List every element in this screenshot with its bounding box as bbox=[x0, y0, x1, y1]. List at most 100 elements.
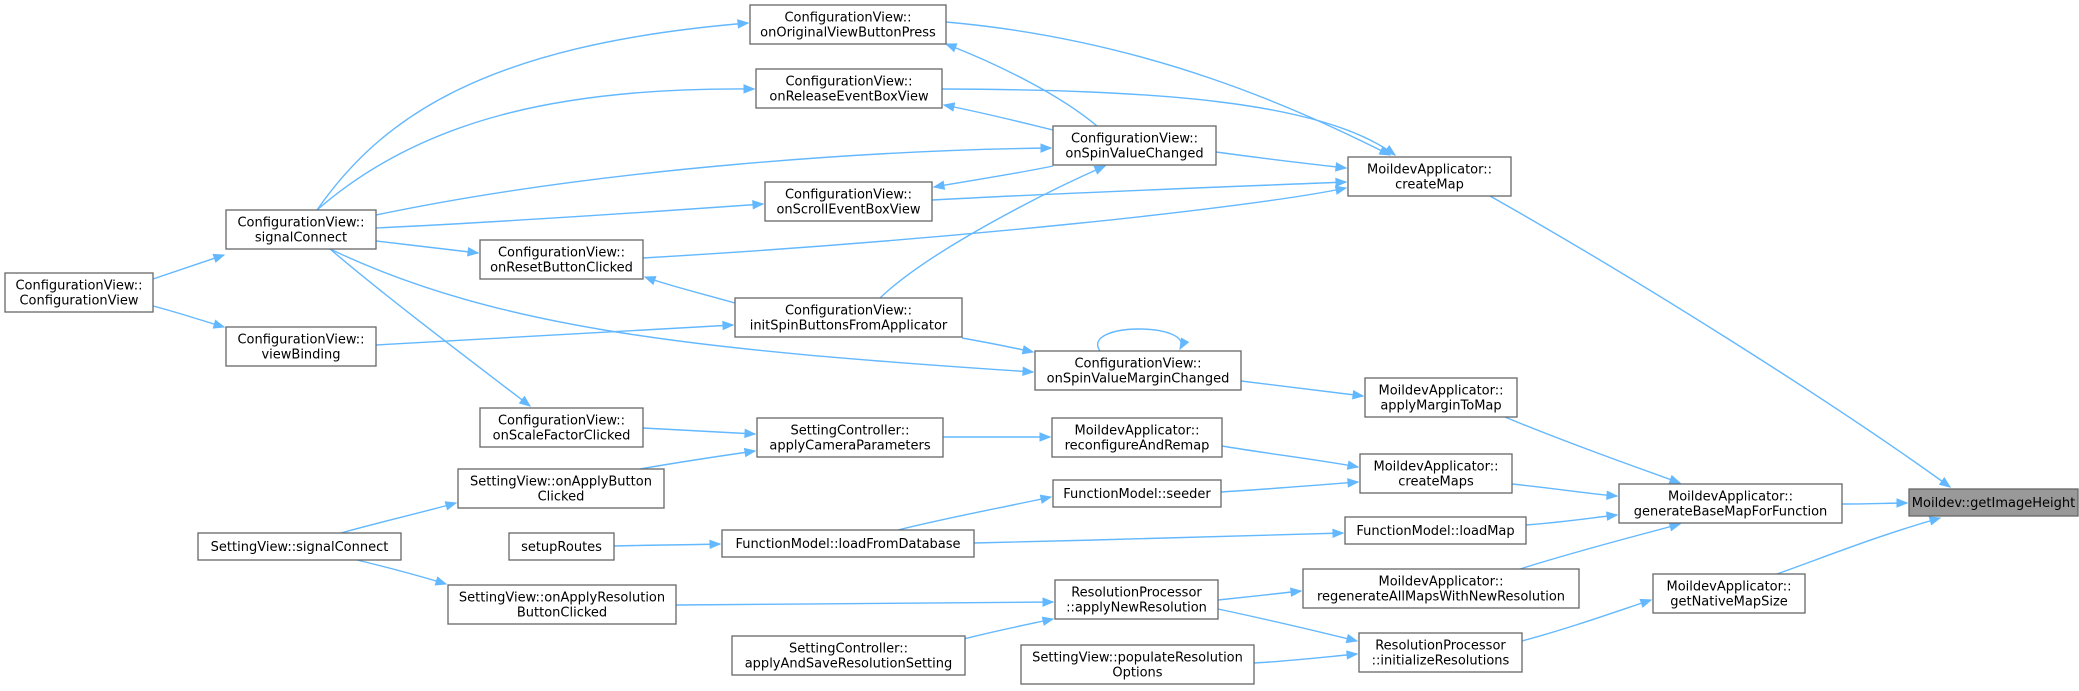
node-svSignalConnect[interactable]: SettingView::signalConnect bbox=[197, 532, 402, 561]
node-cvSignalConnect[interactable]: ConfigurationView::signalConnect bbox=[225, 209, 377, 250]
edge-cvConstructor-to-cvSignalConnect bbox=[152, 253, 226, 280]
node-label-line: onScaleFactorClicked bbox=[493, 429, 631, 444]
edge-line bbox=[375, 203, 764, 229]
node-onResetButton[interactable]: ConfigurationView::onResetButtonClicked bbox=[479, 239, 644, 280]
node-label-line: SettingView::populateResolution bbox=[1032, 651, 1243, 666]
node-setupRoutes[interactable]: setupRoutes bbox=[508, 532, 615, 561]
node-regenerateAll[interactable]: MoildevApplicator::regenerateAllMapsWith… bbox=[1302, 568, 1580, 609]
node-seeder[interactable]: FunctionModel::seeder bbox=[1052, 479, 1222, 508]
edge-arrowhead bbox=[1896, 498, 1909, 508]
node-onReleaseEvent[interactable]: ConfigurationView::onReleaseEventBoxView bbox=[755, 68, 943, 109]
node-applyCameraParams[interactable]: SettingController::applyCameraParameters bbox=[756, 417, 944, 458]
edge-arrowhead bbox=[1668, 474, 1682, 484]
node-label-line: Clicked bbox=[538, 490, 585, 505]
node-createMap[interactable]: MoildevApplicator::createMap bbox=[1347, 156, 1512, 197]
node-createMaps[interactable]: MoildevApplicator::createMaps bbox=[1359, 453, 1513, 494]
edge-cvSignalConnect-to-onScrollEvent bbox=[375, 199, 765, 229]
edge-line bbox=[329, 248, 531, 407]
edge-arrowhead bbox=[1928, 516, 1942, 526]
node-root[interactable]: Moildev::getImageHeight bbox=[1908, 488, 2079, 517]
node-cvConstructor[interactable]: ConfigurationView::ConfigurationView bbox=[4, 272, 154, 313]
edge-line bbox=[1511, 483, 1618, 497]
edge-line bbox=[1519, 523, 1681, 570]
edge-initializeResolutions-to-getNativeMapSize bbox=[1521, 598, 1653, 642]
edge-arrowhead bbox=[1039, 494, 1053, 504]
edge-line bbox=[329, 248, 1034, 373]
edge-onSpinMargin-to-onSpinMargin bbox=[1097, 328, 1190, 352]
edge-line bbox=[1240, 380, 1364, 397]
edge-line bbox=[933, 165, 1054, 188]
node-label-line: Moildev::getImageHeight bbox=[1912, 496, 2075, 511]
node-label-line: MoildevApplicator:: bbox=[1379, 384, 1504, 399]
node-box bbox=[447, 584, 677, 625]
edge-arrowhead bbox=[1332, 528, 1345, 539]
node-applyNewResolution[interactable]: ResolutionProcessor::applyNewResolution bbox=[1054, 579, 1219, 620]
edge-applyNewResolution-to-initializeResolutions bbox=[1217, 608, 1359, 644]
node-initSpinButtons[interactable]: ConfigurationView::initSpinButtonsFromAp… bbox=[734, 297, 963, 338]
edge-line bbox=[943, 104, 1054, 131]
node-getNativeMapSize[interactable]: MoildevApplicator::getNativeMapSize bbox=[1652, 573, 1806, 614]
edge-arrowhead bbox=[1383, 145, 1397, 156]
node-label-line: ConfigurationView:: bbox=[1071, 132, 1198, 147]
edge-createMaps-to-generateBaseMap bbox=[1511, 483, 1619, 501]
node-box bbox=[1652, 573, 1806, 614]
edge-arrowhead bbox=[1606, 511, 1619, 521]
edge-applyNewResolution-to-regenerateAll bbox=[1217, 587, 1303, 601]
node-label-line: onSpinValueMarginChanged bbox=[1047, 372, 1230, 387]
node-loadMap[interactable]: FunctionModel::loadMap bbox=[1344, 516, 1527, 545]
node-applyMarginToMap[interactable]: MoildevApplicator::applyMarginToMap bbox=[1364, 377, 1518, 418]
node-onApplyResolution[interactable]: SettingView::onApplyResolutionButtonClic… bbox=[447, 584, 677, 625]
edge-applyAndSave-to-applyNewResolution bbox=[963, 616, 1055, 640]
node-initializeResolutions[interactable]: ResolutionProcessor::initializeResolutio… bbox=[1358, 632, 1523, 673]
node-loadFromDatabase[interactable]: FunctionModel::loadFromDatabase bbox=[721, 529, 975, 558]
edge-line bbox=[897, 496, 1052, 531]
node-onScaleFactor[interactable]: ConfigurationView::onScaleFactorClicked bbox=[479, 407, 644, 448]
node-box bbox=[1052, 479, 1222, 508]
node-onScrollEvent[interactable]: ConfigurationView::onScrollEventBoxView bbox=[764, 181, 933, 222]
node-label-line: ::applyNewResolution bbox=[1066, 601, 1207, 616]
edge-arrowhead bbox=[743, 447, 757, 458]
edge-arrowhead bbox=[942, 102, 956, 112]
node-box bbox=[1344, 516, 1527, 545]
edge-onResetButton-to-createMap bbox=[642, 185, 1348, 259]
edge-line bbox=[639, 450, 756, 470]
edge-generateBaseMap-to-root bbox=[1841, 498, 1909, 508]
edge-arrowhead bbox=[1335, 162, 1348, 172]
node-label-line: ConfigurationView:: bbox=[237, 333, 364, 348]
node-reconfigureAndRemap[interactable]: MoildevApplicator::reconfigureAndRemap bbox=[1051, 417, 1223, 458]
node-label-line: createMap bbox=[1395, 178, 1464, 193]
node-label-line: ConfigurationView:: bbox=[498, 246, 625, 261]
node-label-line: ConfigurationView:: bbox=[498, 414, 625, 429]
node-onOriginalView[interactable]: ConfigurationView::onOriginalViewButtonP… bbox=[749, 4, 947, 45]
edge-loadFromDatabase-to-loadMap bbox=[973, 528, 1345, 544]
node-applyAndSave[interactable]: SettingController::applyAndSaveResolutio… bbox=[731, 635, 966, 676]
node-box bbox=[1052, 125, 1217, 166]
node-label-line: onReleaseEventBoxView bbox=[769, 90, 929, 105]
node-label-line: generateBaseMapForFunction bbox=[1634, 505, 1828, 520]
edge-line bbox=[1097, 328, 1183, 352]
nodes-layer: Moildev::getImageHeightMoildevApplicator… bbox=[4, 4, 2079, 685]
edge-line bbox=[941, 88, 1396, 156]
edge-arrowhead bbox=[212, 253, 226, 263]
node-onSpinValueChanged[interactable]: ConfigurationView::onSpinValueChanged bbox=[1052, 125, 1217, 166]
node-generateBaseMap[interactable]: MoildevApplicator::generateBaseMapForFun… bbox=[1618, 483, 1843, 524]
node-box bbox=[731, 635, 966, 676]
node-box bbox=[756, 417, 944, 458]
edge-arrowhead bbox=[1346, 650, 1359, 660]
edge-line bbox=[642, 187, 1347, 259]
node-label-line: onOriginalViewButtonPress bbox=[760, 26, 936, 41]
edge-line bbox=[1521, 599, 1652, 642]
node-label-line: ConfigurationView:: bbox=[784, 11, 911, 26]
node-label-line: applyAndSaveResolutionSetting bbox=[745, 657, 953, 672]
node-label-line: onSpinValueChanged bbox=[1065, 147, 1203, 162]
node-label-line: reconfigureAndRemap bbox=[1065, 439, 1210, 454]
edge-svSignalConnect-to-onApplyResolution bbox=[356, 559, 448, 586]
node-onSpinMargin[interactable]: ConfigurationView::onSpinValueMarginChan… bbox=[1034, 350, 1242, 391]
node-box bbox=[197, 532, 402, 561]
node-label-line: SettingController:: bbox=[789, 642, 908, 657]
edge-arrowhead bbox=[944, 43, 958, 53]
node-label-line: SettingView::signalConnect bbox=[211, 540, 389, 555]
node-viewBinding[interactable]: ConfigurationView::viewBinding bbox=[225, 326, 377, 367]
